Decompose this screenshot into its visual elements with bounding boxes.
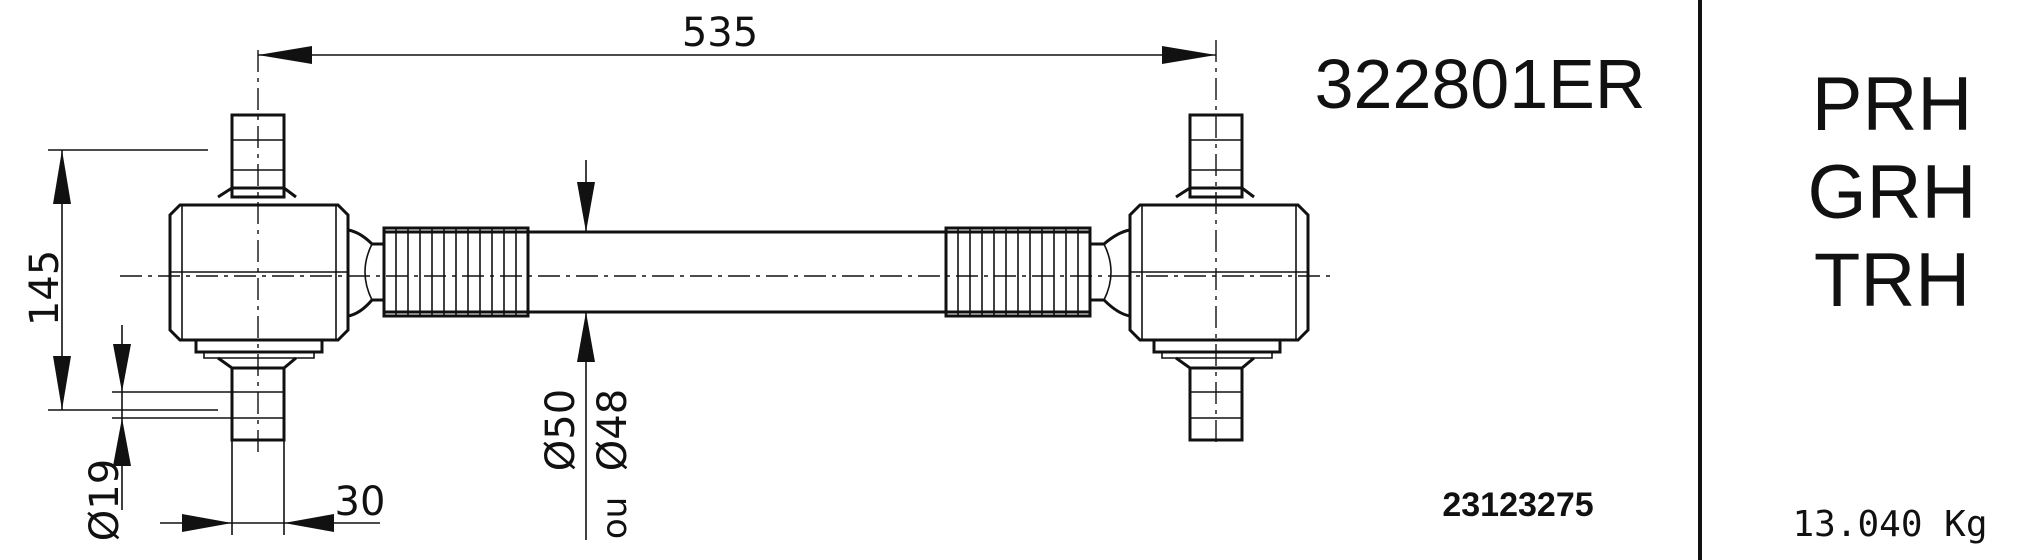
model-grh: GRH bbox=[1808, 150, 1977, 235]
dimension-tube-diameter: Ø50 Ø48 ou bbox=[538, 160, 636, 540]
pin-length-label: 30 bbox=[335, 479, 386, 525]
length-label: 535 bbox=[682, 10, 758, 56]
or-label: ou bbox=[595, 497, 635, 539]
center-tube bbox=[382, 226, 1092, 318]
tube-diameter-1-label: Ø50 bbox=[538, 389, 584, 471]
dimension-pin-diameter: Ø19 bbox=[82, 325, 232, 541]
right-eye bbox=[1090, 113, 1310, 442]
model-prh: PRH bbox=[1812, 62, 1972, 147]
dimension-height: 145 bbox=[22, 149, 218, 411]
height-label: 145 bbox=[22, 250, 68, 326]
pin-diameter-label: Ø19 bbox=[82, 459, 128, 541]
model-trh: TRH bbox=[1814, 238, 1970, 323]
weight-label: 13.040 Kg bbox=[1792, 504, 1987, 545]
dimension-length: 535 bbox=[258, 10, 1216, 64]
dimension-pin-length: 30 bbox=[160, 440, 385, 535]
part-number: 322801ER bbox=[1315, 45, 1646, 123]
reference-number: 23123275 bbox=[1442, 486, 1593, 524]
tube-diameter-2-label: Ø48 bbox=[590, 389, 636, 471]
